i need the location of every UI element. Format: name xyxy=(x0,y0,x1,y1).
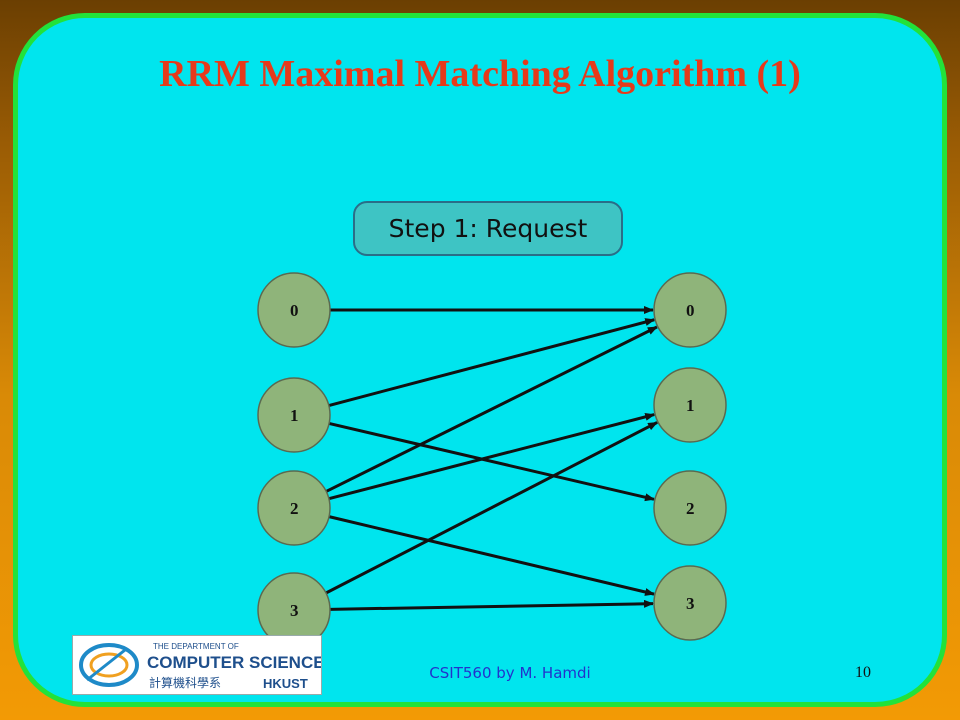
output-node-3: 3 xyxy=(653,565,727,641)
request-edge-1-to-2 xyxy=(328,421,655,502)
logo-graphic: THE DEPARTMENT OF COMPUTER SCIENCE 計算機科學… xyxy=(79,642,325,691)
department-logo: THE DEPARTMENT OF COMPUTER SCIENCE 計算機科學… xyxy=(72,635,325,695)
edges-layer xyxy=(325,306,659,611)
request-edge-2-to-3 xyxy=(328,515,655,596)
output-node-circle xyxy=(653,272,727,348)
logo-line3: 計算機科學系 xyxy=(149,675,221,690)
logo-line2: COMPUTER SCIENCE xyxy=(147,653,321,672)
request-edge-1-to-0 xyxy=(328,318,656,407)
input-node-label: 2 xyxy=(290,499,299,518)
output-node-circle xyxy=(653,367,727,443)
step-label-box: Step 1: Request xyxy=(353,201,623,256)
page-number: 10 xyxy=(855,664,871,681)
output-node-circle xyxy=(653,565,727,641)
logo-line1: THE DEPARTMENT OF xyxy=(153,642,239,651)
output-node-0: 0 xyxy=(653,272,727,348)
request-edge-2-to-0 xyxy=(325,325,658,493)
output-node-circle xyxy=(653,470,727,546)
input-node-label: 1 xyxy=(290,406,299,425)
output-node-1: 1 xyxy=(653,367,727,443)
slide xyxy=(13,13,947,707)
logo-line4: HKUST xyxy=(263,676,308,691)
input-node-label: 0 xyxy=(290,301,299,320)
logo-emblem-icon xyxy=(79,643,139,687)
footer-text: CSIT560 by M. Hamdi xyxy=(429,664,591,682)
output-node-label: 2 xyxy=(686,499,695,518)
output-node-label: 3 xyxy=(686,594,695,613)
input-node-label: 3 xyxy=(290,601,299,620)
input-node-1: 1 xyxy=(257,377,331,453)
step-label: Step 1: Request xyxy=(388,214,588,243)
input-node-circle xyxy=(257,272,331,348)
output-node-label: 1 xyxy=(686,396,695,415)
slide-title: RRM Maximal Matching Algorithm (1) xyxy=(159,53,801,95)
input-node-2: 2 xyxy=(257,470,331,546)
slide-panel xyxy=(13,13,947,707)
output-node-2: 2 xyxy=(653,470,727,546)
input-node-circle xyxy=(257,377,331,453)
request-edge-2-to-1 xyxy=(328,412,656,501)
input-node-0: 0 xyxy=(257,272,331,348)
output-node-label: 0 xyxy=(686,301,695,320)
request-edge-3-to-3 xyxy=(329,599,655,611)
nodes-layer: 0 1 2 3 0 1 2 3 xyxy=(257,272,727,648)
input-node-circle xyxy=(257,470,331,546)
request-edge-3-to-1 xyxy=(325,421,659,595)
